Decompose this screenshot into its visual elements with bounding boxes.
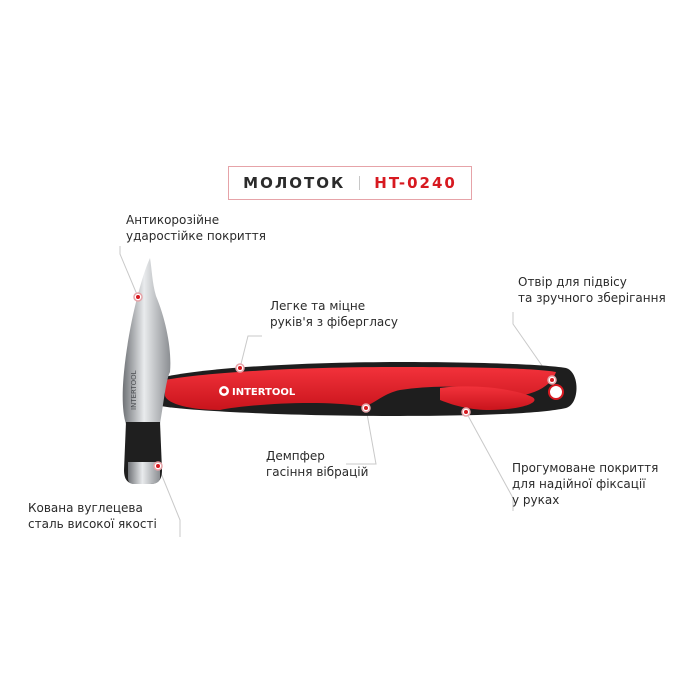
hammer-handle [160, 362, 577, 416]
intertool-logo: INTERTOOL [219, 386, 296, 398]
callout-damper-line-2: гасіння вібрацій [266, 465, 369, 479]
callout-grip: Прогумоване покриття для надійної фіксац… [512, 460, 658, 508]
callout-grip-line-2: для надійної фіксації [512, 477, 646, 491]
title-separator [359, 176, 361, 190]
callout-grip-line-3: у руках [512, 493, 560, 507]
callout-damper-line-1: Демпфер [266, 449, 325, 463]
callout-damper: Демпфер гасіння вібрацій [266, 448, 368, 480]
hammer-head: INTERTOOL [122, 258, 171, 484]
callout-steel-line-1: Кована вуглецева [28, 501, 143, 515]
callout-handle: Легке та міцне руків'я з фібергласу [270, 298, 398, 330]
callout-handle-line-2: руків'я з фібергласу [270, 315, 398, 329]
svg-text:INTERTOOL: INTERTOOL [130, 370, 138, 410]
callout-steel-line-2: сталь високої якості [28, 517, 157, 531]
product-name: МОЛОТОК [243, 174, 346, 192]
callout-hole-line-1: Отвір для підвісу [518, 275, 627, 289]
callout-grip-line-1: Прогумоване покриття [512, 461, 659, 475]
leader-lines [119, 246, 553, 537]
callout-coating-line-2: ударостійке покриття [126, 229, 266, 243]
callout-coating: Антикорозійне ударостійке покриття [126, 212, 266, 244]
callout-steel: Кована вуглецева сталь високої якості [28, 500, 157, 532]
callout-dots [133, 292, 557, 471]
callout-handle-line-1: Легке та міцне [270, 299, 366, 313]
product-code: HT-0240 [374, 174, 457, 192]
brand-text: INTERTOOL [232, 387, 296, 398]
callout-hole-line-2: та зручного зберігання [518, 291, 666, 305]
callout-hole: Отвір для підвісу та зручного зберігання [518, 274, 666, 306]
product-title-box: МОЛОТОК HT-0240 [228, 166, 472, 200]
callout-coating-line-1: Антикорозійне [126, 213, 220, 227]
